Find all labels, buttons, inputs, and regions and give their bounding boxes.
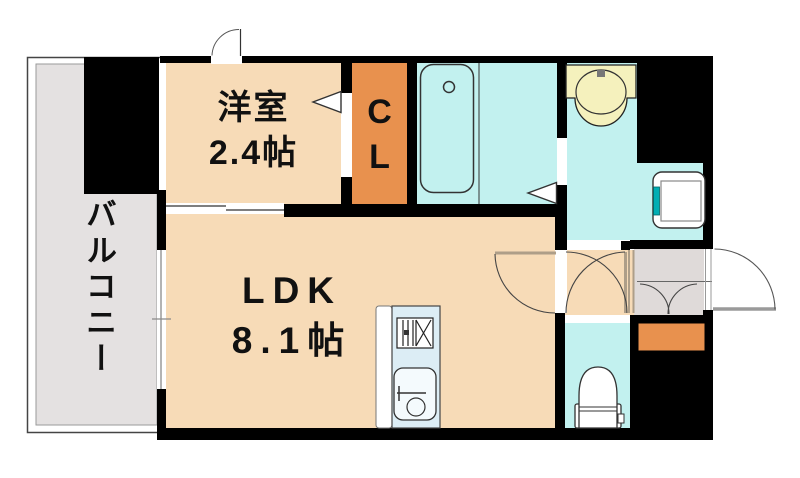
western-room-size: 2.4帖 <box>208 134 299 172</box>
entrance-door-opening <box>704 249 713 310</box>
western-room-door-opening <box>211 55 242 64</box>
toilet-door-opening <box>565 315 630 323</box>
closet-label-c: C <box>367 93 392 131</box>
ldk-size: 8.1帖 <box>231 320 353 361</box>
walls <box>84 56 713 440</box>
bathroom-door-opening <box>557 138 567 185</box>
closet-door-marker <box>311 90 342 114</box>
hallway-floor <box>565 250 634 315</box>
washbasin-icon <box>565 64 637 127</box>
bathtub-icon <box>419 63 475 194</box>
washroom-hall-opening <box>567 240 621 250</box>
ldk-name: LDK <box>241 270 343 311</box>
washing-machine-icon <box>652 171 706 229</box>
ldk-door-opening <box>555 250 567 313</box>
sliding-door <box>166 205 284 211</box>
western-room-label: 洋室 2.4帖 <box>166 86 341 176</box>
western-room-name: 洋室 <box>217 89 290 127</box>
doors <box>211 29 776 315</box>
hall-door-arc <box>565 251 628 314</box>
balcony-label: バルコニー <box>81 198 116 378</box>
closet-door-arc-right <box>667 283 698 315</box>
closet-floor <box>352 63 407 204</box>
kitchen-unit <box>375 305 441 429</box>
closet-opening <box>341 93 352 177</box>
gas-stove-icon <box>396 317 434 349</box>
door-swing-arc <box>211 29 240 56</box>
ldk-door-arc <box>494 253 556 314</box>
kitchen-sink-icon <box>393 367 437 421</box>
front-door-arc <box>714 248 776 310</box>
shoe-cabinet <box>637 322 706 352</box>
western-room-west-gap <box>159 63 166 190</box>
ldk-label: LDK 8.1帖 <box>168 266 416 366</box>
bathroom-floor <box>417 63 557 204</box>
ldk-floor <box>166 213 555 428</box>
balcony-window <box>152 250 171 389</box>
hall-door-arc2 <box>565 251 626 314</box>
western-room-floor <box>166 63 341 204</box>
closet-label: C L <box>352 90 407 180</box>
bathroom-door-marker <box>525 181 558 205</box>
faucet-icon <box>597 70 605 77</box>
sliding-door-opening <box>166 203 284 214</box>
closet-label-l: L <box>369 138 390 176</box>
toilet-icon <box>574 366 625 429</box>
